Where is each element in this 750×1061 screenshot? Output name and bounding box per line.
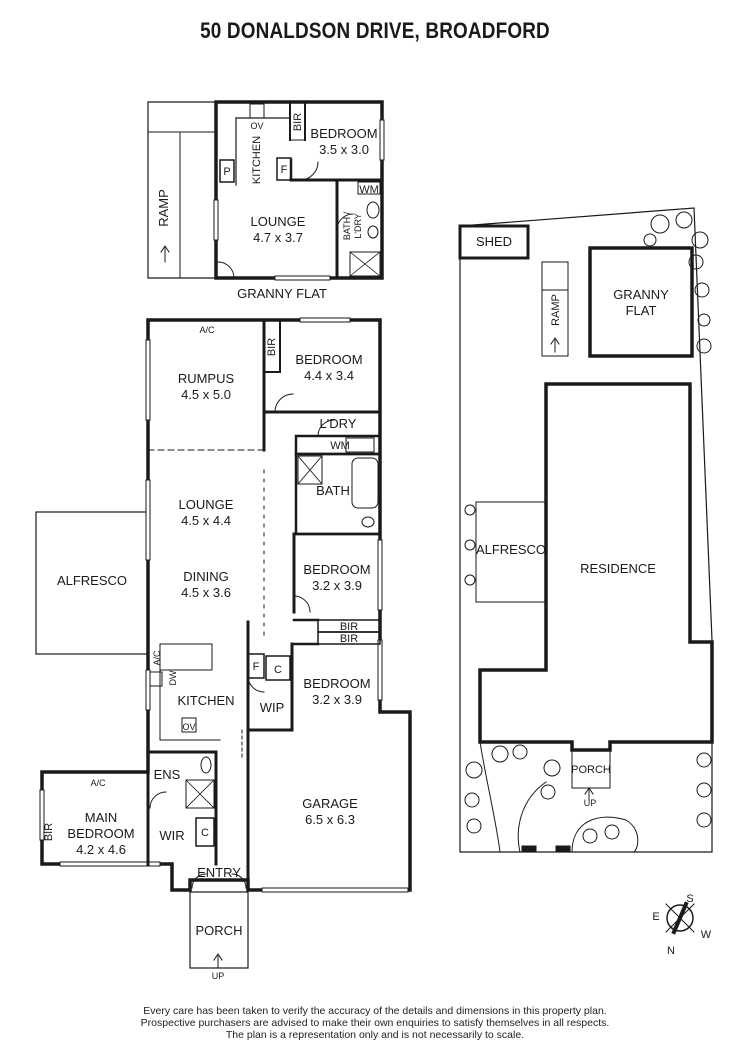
bedroom-1-bir-label: BIR (266, 338, 278, 356)
disclaimer-line-1: Every care has been taken to verify the … (143, 1005, 607, 1017)
dishwasher-label: DW (168, 670, 178, 685)
main-bedroom-bir-label: BIR (43, 823, 55, 841)
main-bedroom-size: 4.2 x 4.6 (76, 842, 126, 857)
granny-flat-bedroom-name: BEDROOM (310, 126, 377, 141)
disclaimer-line-3: The plan is a representation only and is… (225, 1029, 525, 1041)
bedroom-3-size: 3.2 x 3.9 (312, 692, 362, 707)
compass-s-label: S (686, 893, 693, 905)
kitchen-oven-label: OV (182, 722, 195, 732)
wir-cupboard-label: C (201, 827, 209, 839)
wip-label: WIP (260, 700, 285, 715)
compass-n-label: N (667, 945, 675, 957)
cupboard-label: C (274, 664, 282, 676)
site-granny-flat-line1: GRANNY (613, 287, 669, 302)
bedroom-2-name: BEDROOM (303, 562, 370, 577)
bedroom-3-name: BEDROOM (303, 676, 370, 691)
alfresco-label: ALFRESCO (57, 573, 127, 588)
fridge-label: F (253, 661, 260, 673)
granny-flat-bath-label-2: L'DRY (353, 213, 363, 239)
ensuite-label: ENS (154, 767, 181, 782)
disclaimer: Every care has been taken to verify the … (0, 1005, 750, 1041)
granny-flat-plan (147, 100, 385, 281)
site-granny-flat (588, 246, 694, 358)
granny-flat-pantry-label: P (223, 166, 230, 178)
bedroom-2-size: 3.2 x 3.9 (312, 578, 362, 593)
dining-size: 4.5 x 3.6 (181, 585, 231, 600)
lounge-size: 4.5 x 4.4 (181, 513, 231, 528)
rumpus-size: 4.5 x 5.0 (181, 387, 231, 402)
site-granny-flat-line2: FLAT (626, 303, 657, 318)
site-residence-label: RESIDENCE (580, 561, 656, 576)
laundry-wm-label: WM (330, 440, 350, 452)
main-bedroom-line1: MAIN (85, 810, 118, 825)
page-title: 50 DONALDSON DRIVE, BROADFORD (200, 18, 550, 43)
main-bedroom-line2: BEDROOM (67, 826, 134, 841)
main-house-plan (35, 317, 412, 969)
granny-flat-caption: GRANNY FLAT (237, 286, 327, 301)
granny-flat-lounge-name: LOUNGE (251, 214, 306, 229)
porch-outline (189, 891, 249, 969)
dining-name: DINING (183, 569, 229, 584)
granny-flat-lounge-size: 4.7 x 3.7 (253, 230, 303, 245)
bath-label: BATH (316, 483, 350, 498)
granny-flat-fridge-label: F (281, 164, 288, 176)
compass-e-label: E (652, 911, 659, 923)
laundry-label: L'DRY (320, 416, 357, 431)
entry-label: ENTRY (197, 865, 241, 880)
disclaimer-line-2: Prospective purchasers are advised to ma… (140, 1017, 610, 1029)
bedroom-1-name: BEDROOM (295, 352, 362, 367)
bedroom-1-size: 4.4 x 3.4 (304, 368, 354, 383)
shed-outline (458, 224, 530, 260)
compass-icon (665, 901, 695, 935)
rumpus-ac-label: A/C (199, 325, 215, 335)
main-bedroom-ac-label: A/C (90, 778, 106, 788)
site-shed-label: SHED (476, 234, 512, 249)
rumpus-name: RUMPUS (178, 371, 235, 386)
site-porch-up-label: UP (584, 798, 597, 808)
granny-flat-ramp-outline (147, 101, 217, 279)
site-boundary (459, 207, 713, 853)
bir-upper-label: BIR (340, 621, 358, 633)
kitchen-label: KITCHEN (177, 693, 234, 708)
granny-flat-bath-label-1: BATH / (342, 211, 352, 240)
granny-flat-kitchen-label: KITCHEN (251, 136, 263, 184)
garage-name: GARAGE (302, 796, 358, 811)
site-porch-label: PORCH (571, 764, 611, 776)
porch-label: PORCH (196, 923, 243, 938)
granny-flat-wm-label: WM (359, 184, 379, 196)
kitchen-ac-label: A/C (152, 650, 162, 666)
lounge-name: LOUNGE (179, 497, 234, 512)
site-ramp-label: RAMP (550, 294, 562, 326)
compass-w-label: W (701, 929, 712, 941)
wir-label: WIR (159, 828, 184, 843)
granny-flat-ramp-label: RAMP (156, 189, 171, 227)
porch-up-label: UP (212, 971, 225, 981)
site-alfresco-label: ALFRESCO (476, 542, 546, 557)
bir-lower-label: BIR (340, 633, 358, 645)
granny-flat-bedroom-size: 3.5 x 3.0 (319, 142, 369, 157)
granny-flat-oven-label: OV (250, 121, 263, 131)
garage-size: 6.5 x 6.3 (305, 812, 355, 827)
site-plan (458, 207, 714, 853)
granny-flat-bir-label: BIR (292, 113, 304, 131)
